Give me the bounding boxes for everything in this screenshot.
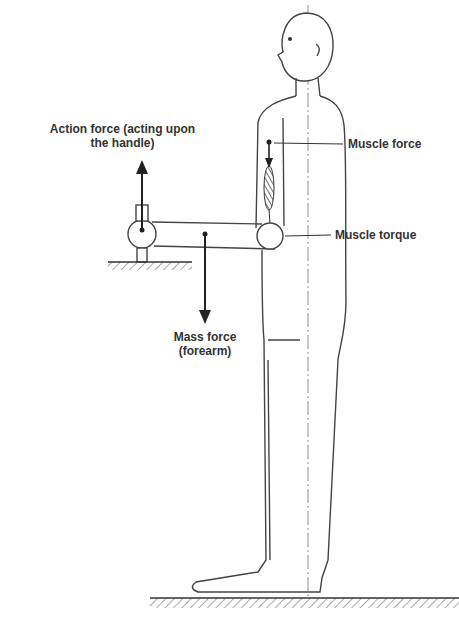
- muscle-force-arrow: [268, 142, 270, 160]
- leader-line: [274, 143, 343, 144]
- action-point: [140, 228, 145, 233]
- torque-label: Muscle torque: [335, 228, 416, 242]
- handle-stem: [137, 248, 147, 262]
- muscle-symbol: [264, 166, 274, 210]
- force-label: Mass force (forearm): [160, 330, 250, 358]
- muscle-origin-dot: [267, 140, 272, 145]
- upper-arm: [256, 118, 284, 228]
- action-force-arrowhead: [136, 160, 148, 174]
- eye: [288, 37, 292, 41]
- force-label: Muscle force: [348, 137, 421, 151]
- muscle-force-arrowhead: [265, 158, 273, 168]
- center-line: [308, 5, 309, 596]
- ground: [150, 597, 459, 599]
- body-outline: [192, 13, 346, 592]
- handle-base: [108, 261, 192, 263]
- force-label: Action force (acting upon the handle): [40, 122, 205, 150]
- mass-centre-dot: [203, 232, 208, 237]
- mass-force-arrowhead: [199, 310, 211, 324]
- action-force-arrow: [141, 172, 143, 230]
- mass-force-arrow: [204, 234, 206, 312]
- leader-line: [285, 235, 331, 236]
- tendon: [269, 210, 270, 224]
- ground-hatch: [150, 598, 459, 608]
- handle-base-hatch: [108, 262, 192, 270]
- elbow-joint: [257, 223, 283, 249]
